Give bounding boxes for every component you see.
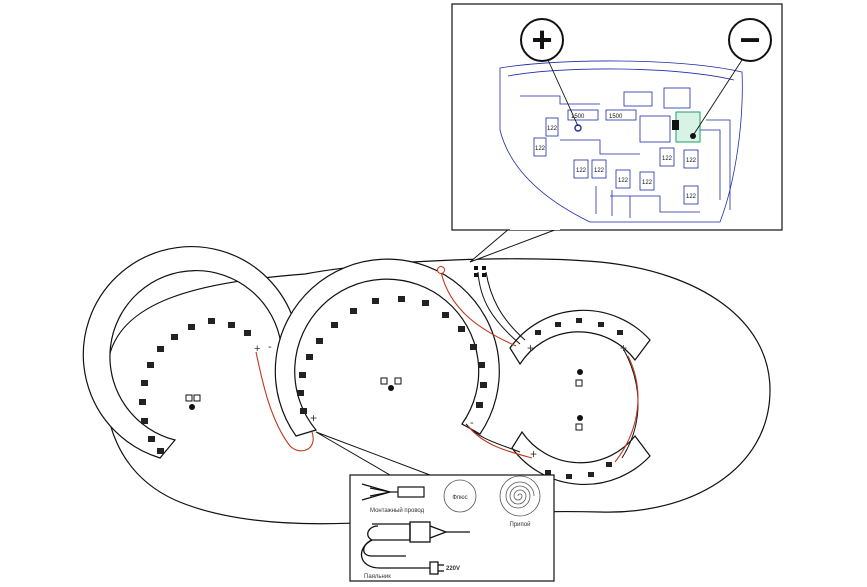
left-gauge-center (185, 394, 201, 410)
inset-frame (451, 3, 783, 231)
svg-text:122: 122 (618, 178, 629, 184)
pcb-detail (499, 60, 743, 223)
red-wires (255, 271, 639, 463)
right-lower-plus: + (530, 447, 537, 461)
flux-label: Флюс (452, 495, 467, 501)
right-gauge-upper-arc (509, 309, 651, 366)
svg-text:1500: 1500 (609, 114, 623, 120)
plus-symbol: + (531, 19, 552, 60)
solder-icon (499, 475, 541, 517)
left-gauge-plus: + (254, 343, 260, 355)
right-gauge-center (575, 369, 583, 431)
mounting-wire-label: Монтажный провод (370, 507, 425, 514)
svg-text:122: 122 (662, 156, 673, 162)
svg-text:122: 122 (594, 168, 605, 174)
svg-text:122: 122 (642, 180, 653, 186)
svg-text:122: 122 (686, 158, 697, 164)
svg-text:122: 122 (686, 194, 697, 200)
plus-symbol-circle (520, 18, 564, 62)
center-gauge-arc (274, 258, 500, 437)
center-gauge-minus: - (470, 417, 474, 429)
legend-callout-tail (315, 431, 431, 476)
soldering-iron-icon (361, 521, 470, 575)
left-gauge-arc (82, 246, 297, 459)
pcb-green-pad (675, 111, 701, 143)
solder-label: Припой (510, 521, 531, 528)
right-upper-leds (535, 318, 623, 335)
center-gauge-plus: + (310, 411, 317, 425)
mounting-wire-icon (361, 483, 425, 501)
voltage-label: 220V (446, 566, 460, 572)
flux-icon (443, 479, 477, 513)
left-gauge-leds (139, 318, 251, 454)
svg-text:122: 122 (547, 126, 558, 132)
pcb-component-labels: 1500 1500 122 122 122 122 122 122 122 12… (535, 114, 697, 200)
svg-text:122: 122 (535, 146, 546, 152)
soldering-iron-label: Паяльник (364, 574, 391, 580)
top-connector (474, 266, 486, 277)
minus-symbol: − (739, 19, 760, 60)
right-upper-plus: + (527, 341, 534, 355)
red-wire-endpoint (437, 266, 445, 274)
center-gauge-leds (297, 296, 487, 414)
right-lower-leds (545, 462, 612, 479)
left-gauge-minus: - (268, 341, 272, 353)
svg-text:1500: 1500 (571, 114, 585, 120)
right-upper-plus-2: + (620, 341, 627, 355)
svg-text:122: 122 (576, 168, 587, 174)
inset-callout-tail (469, 227, 561, 263)
center-gauge-center (380, 377, 402, 391)
minus-symbol-circle (728, 18, 772, 62)
